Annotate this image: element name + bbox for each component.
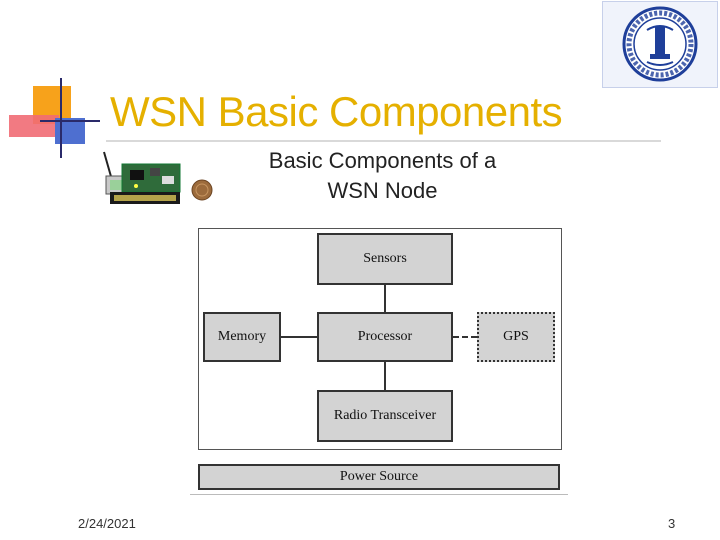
page-number: 3 — [668, 516, 676, 531]
connector-memory-processor — [281, 336, 317, 338]
decor-horizontal-line — [40, 120, 100, 122]
diagram-caption-line-1: Basic Components of a — [268, 148, 497, 173]
diagram-base-rule — [190, 494, 568, 495]
decor-pink-square — [9, 115, 59, 137]
power-source-block: Power Source — [198, 464, 560, 490]
gps-block: GPS — [477, 312, 555, 362]
sensors-block: Sensors — [317, 233, 453, 285]
sensor-node-photo — [100, 150, 218, 208]
university-seal-icon — [622, 6, 698, 82]
memory-block: Memory — [203, 312, 281, 362]
slide-title: WSN Basic Components — [110, 88, 563, 135]
diagram-caption: Basic Components of a WSN Node — [230, 146, 535, 206]
footer-date: 2/24/2021 — [78, 516, 136, 531]
processor-block: Processor — [317, 312, 453, 362]
connector-sensors-processor — [384, 285, 386, 312]
title-divider — [106, 140, 661, 142]
radio-transceiver-block: Radio Transceiver — [317, 390, 453, 442]
decor-vertical-line — [60, 78, 62, 158]
connector-processor-gps — [453, 336, 477, 338]
university-logo — [602, 1, 718, 88]
sensor-node-board-image — [103, 151, 213, 204]
diagram-caption-line-2: WSN Node — [327, 178, 438, 203]
connector-processor-radio — [384, 362, 386, 390]
